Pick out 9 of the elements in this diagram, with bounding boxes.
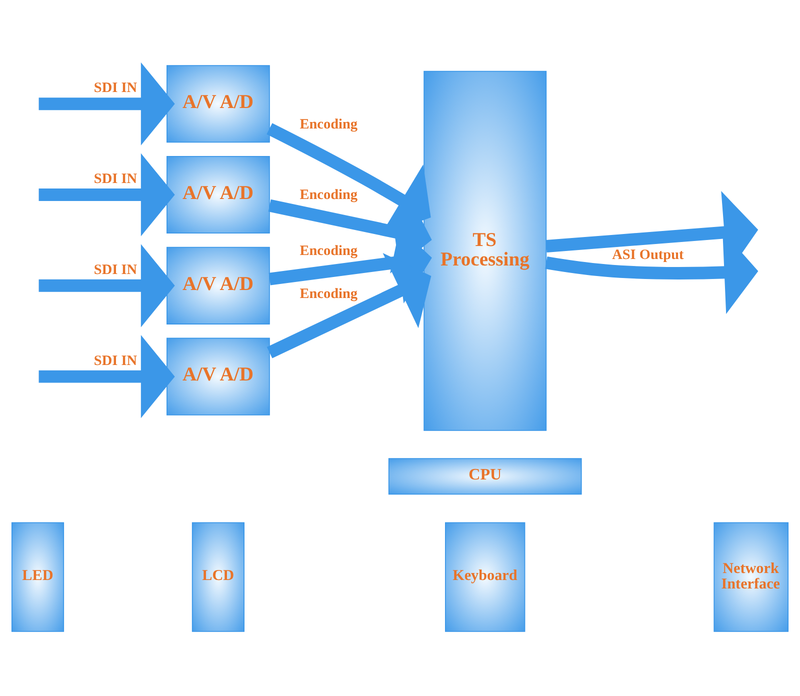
edge-label: Encoding (300, 116, 358, 132)
edge-label: SDI IN (94, 80, 138, 96)
edge-label: SDI IN (94, 261, 138, 278)
edge-label: Encoding (300, 186, 358, 203)
edge-label: Encoding (300, 242, 358, 259)
edge-label: Encoding (300, 285, 358, 302)
edge-label: SDI IN (94, 170, 138, 187)
edge-label: SDI IN (94, 352, 138, 368)
edge-label: ASI Output (612, 246, 684, 262)
